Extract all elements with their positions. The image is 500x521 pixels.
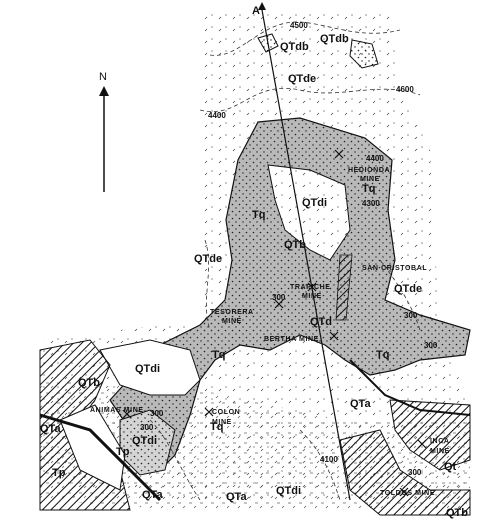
contour-label-4400-right: 4400 — [366, 154, 384, 163]
tq-unit-stipple — [110, 118, 470, 470]
label-hedionda-mine-2: MINE — [360, 176, 380, 183]
contour-label-4100: 4100 — [320, 455, 338, 464]
label-qtde-left: QTde — [194, 253, 222, 265]
contour-label-4400-left: 4400 — [208, 111, 226, 120]
label-tesorera-mine-2: MINE — [222, 318, 242, 325]
label-qtdi-1: QTdi — [302, 197, 327, 209]
north-label: N — [99, 71, 107, 83]
label-qtdi-2: QTdi — [135, 363, 160, 375]
contour-line — [199, 88, 421, 112]
qtdi-southwest-stipple — [120, 410, 175, 475]
label-qtdb-right: QTdb — [320, 33, 349, 45]
label-qtb-2: QTb — [78, 377, 100, 389]
qtdi-west-area — [99, 339, 201, 396]
label-tq-1: Tq — [252, 209, 265, 221]
label-tq-4: Tq — [376, 349, 389, 361]
contour-label-300-a: 4300 — [362, 199, 380, 208]
contour-label-300-f: 300 — [408, 468, 422, 477]
label-tq-3: Tq — [212, 349, 225, 361]
contour-label-300-c: 300 — [404, 311, 418, 320]
label-qtde-right: QTde — [394, 283, 422, 295]
label-qta-4: QTa — [226, 491, 247, 503]
label-qtb-1: QTb — [284, 239, 306, 251]
fault-line-west — [39, 413, 162, 502]
label-qtdi-4: QTdi — [276, 485, 301, 497]
label-animas-mine: ANIMAS MINE — [90, 407, 144, 414]
label-colon-mine-1: COLON — [212, 409, 240, 416]
label-tp-1: Tp — [52, 467, 66, 479]
label-tq-5: Tq — [210, 421, 223, 433]
label-tp-2: Tp — [116, 446, 130, 458]
label-trapiche-mine-2: MINE — [302, 293, 322, 300]
qtdb-northeast-body — [349, 39, 379, 69]
label-qtdb-top: QTdb — [280, 41, 309, 53]
contour-line — [299, 429, 341, 501]
fault-line-east — [349, 359, 471, 416]
label-inca-mine-1: INCA — [430, 438, 450, 445]
label-qtd: QTd — [310, 316, 332, 328]
contour-label-300-e: 300 — [140, 423, 154, 432]
contour-label-300-d: 300 — [424, 341, 438, 350]
label-colon-mine-2: MINE — [212, 419, 232, 426]
qtb-unit-center-dike — [335, 254, 353, 321]
contour-label-300-g: 300 — [150, 409, 164, 418]
section-label-a: A — [252, 5, 260, 17]
label-tesorera-mine-1: TESORERA — [210, 309, 254, 316]
label-qta-1: QTa — [40, 423, 61, 435]
label-qta-3: QTa — [142, 489, 163, 501]
label-san-cristobal-mine: SAN CRISTOBAL — [362, 265, 427, 272]
label-qta-2: QTa — [350, 398, 371, 410]
contour-line — [149, 419, 201, 501]
qtdi-inner-stipple — [268, 165, 350, 260]
label-qtdi-3: QTdi — [132, 435, 157, 447]
contour-label-300-b: 300 — [272, 293, 286, 302]
qtb-unit-southeast — [339, 429, 471, 516]
label-qtb-3: QTb — [446, 507, 468, 519]
contour-label-4600: 4600 — [396, 85, 414, 94]
label-tq-2: Tq — [362, 183, 375, 195]
mine-symbol — [122, 149, 427, 497]
north-arrow-head — [99, 86, 109, 96]
section-arrow-a — [258, 2, 266, 10]
qtb-unit-east — [389, 399, 471, 471]
label-bertha-mine: BERTHA MINE — [264, 336, 319, 343]
label-qtde-top: QTde — [288, 73, 316, 85]
label-qt: Qt — [444, 461, 457, 473]
label-hedionda-mine-1: HEDIONDA — [348, 167, 390, 174]
contour-line — [379, 259, 421, 331]
label-trapiche-mine-1: TRAPICHE — [290, 284, 331, 291]
label-inca-mine-2: MINE — [430, 448, 450, 455]
contour-line — [204, 239, 211, 331]
label-toldos-mine: TOLDOS MINE — [380, 490, 435, 497]
section-line-a — [261, 9, 351, 501]
contour-label-4500: 4500 — [290, 21, 308, 30]
